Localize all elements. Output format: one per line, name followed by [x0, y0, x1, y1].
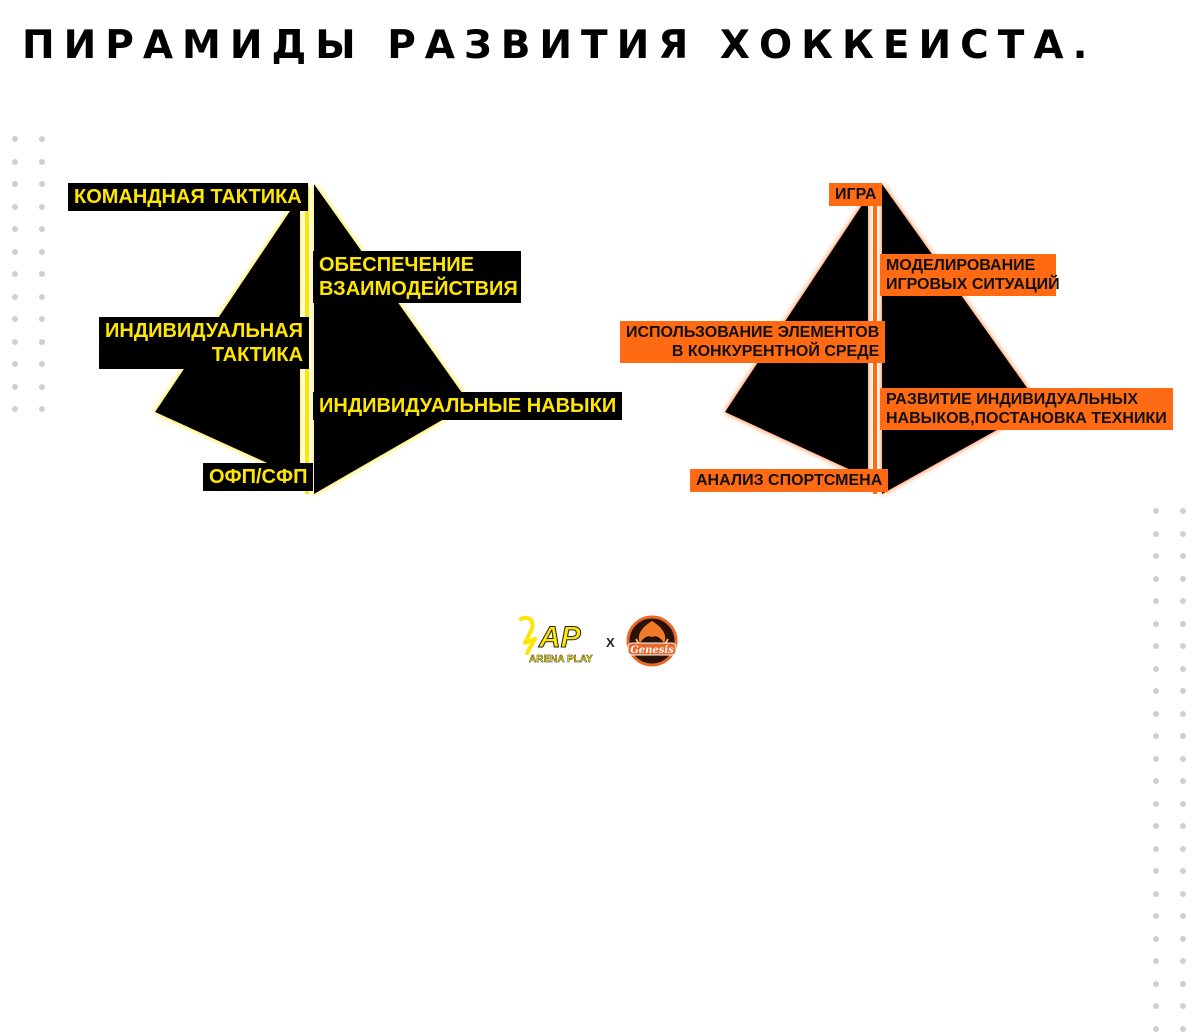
label-line: ИНДИВИДУАЛЬНАЯ: [105, 320, 304, 342]
label-individual-skills: ИНДИВИДУАЛЬНЫЕ НАВЫКИ: [313, 392, 623, 420]
genesis-logo: Genesis: [626, 615, 678, 667]
label-individual-development: РАЗВИТИЕ ИНДИВИДУАЛЬНЫХ НАВЫКОВ,ПОСТАНОВ…: [880, 388, 1173, 431]
label-line: НАВЫКОВ,ПОСТАНОВКА ТЕХНИКИ: [886, 410, 1167, 428]
logo-ap-text: AP: [538, 621, 582, 654]
label-line: МОДЕЛИРОВАНИЕ: [886, 257, 1036, 274]
logo-genesis-text: Genesis: [630, 645, 674, 656]
logo-separator: X: [606, 635, 615, 650]
partner-logos: AP ARENA PLAY X Genesis: [517, 613, 689, 668]
label-line: ВЗАИМОДЕЙСТВИЯ: [319, 278, 518, 300]
label-ofp-sfp: ОФП/СФП: [203, 463, 314, 491]
decorative-dot-grid: [12, 136, 45, 412]
label-line: В КОНКУРЕНТНОЙ СРЕДЕ: [671, 343, 880, 361]
label-line: РАЗВИТИЕ ИНДИВИДУАЛЬНЫХ: [886, 391, 1139, 408]
right-pyramid-right-half: [882, 184, 1040, 494]
label-game: ИГРА: [829, 183, 883, 207]
label-game-modeling: МОДЕЛИРОВАНИЕ ИГРОВЫХ СИТУАЦИЙ: [880, 254, 1060, 297]
left-pyramid-right-half: [314, 184, 470, 494]
label-individual-tactics: ИНДИВИДУАЛЬНАЯ ТАКТИКА: [99, 317, 310, 369]
label-elements-competitive: ИСПОЛЬЗОВАНИЕ ЭЛЕМЕНТОВ В КОНКУРЕНТНОЙ С…: [620, 321, 886, 364]
label-line: ТАКТИКА: [211, 344, 304, 366]
label-athlete-analysis: АНАЛИЗ СПОРТСМЕНА: [690, 469, 889, 493]
label-line: ОБЕСПЕЧЕНИЕ: [319, 254, 474, 276]
logo-ap-subtext: ARENA PLAY: [529, 654, 593, 665]
label-team-tactics: КОМАНДНАЯ ТАКТИКА: [68, 183, 308, 211]
arena-play-logo: AP ARENA PLAY: [519, 616, 593, 665]
label-interaction-support: ОБЕСПЕЧЕНИЕ ВЗАИМОДЕЙСТВИЯ: [313, 251, 521, 303]
page-title: ПИРАМИДЫ РАЗВИТИЯ ХОККЕИСТА.: [22, 23, 1097, 68]
label-line: ИГРОВЫХ СИТУАЦИЙ: [886, 276, 1060, 294]
label-line: ИСПОЛЬЗОВАНИЕ ЭЛЕМЕНТОВ: [626, 324, 880, 341]
